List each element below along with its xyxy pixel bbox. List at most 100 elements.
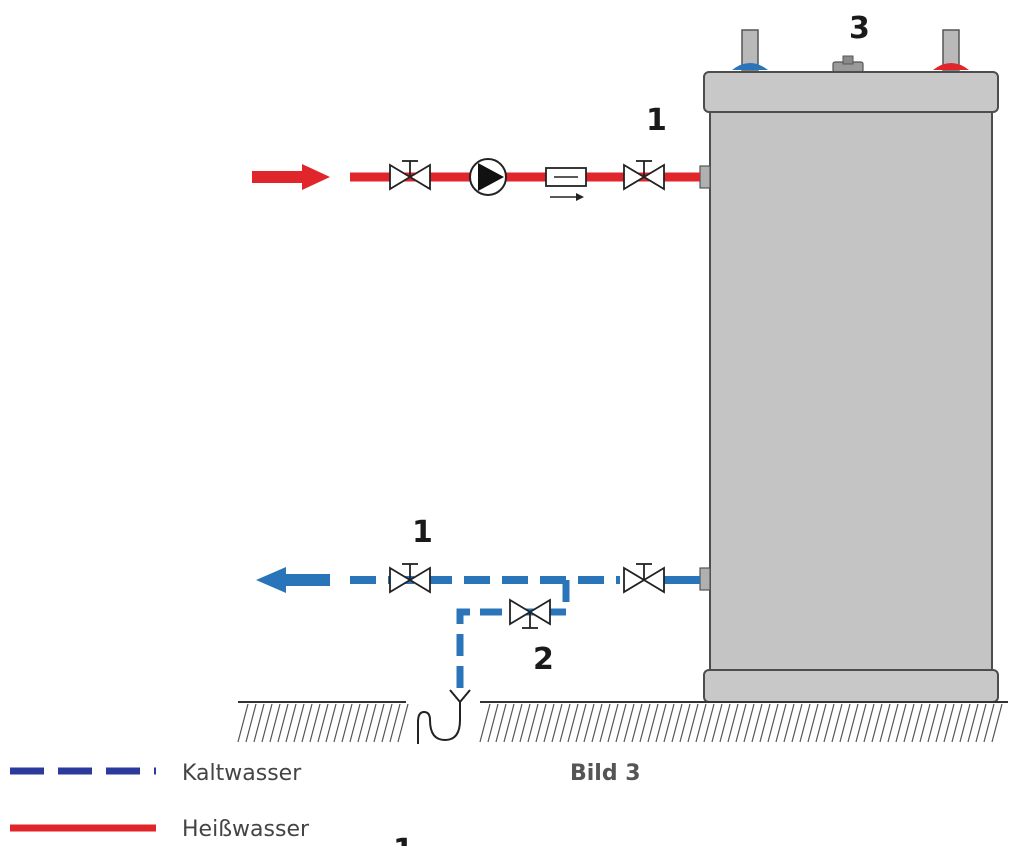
hatch-stroke — [389, 703, 401, 743]
hatch-stroke — [479, 703, 491, 743]
callout-drain-valve: 2 — [533, 642, 554, 677]
hatch-stroke — [863, 703, 875, 743]
hatch-stroke — [397, 703, 409, 743]
hatch-stroke — [293, 703, 305, 743]
hatch-stroke — [767, 703, 779, 743]
hatch-stroke — [599, 703, 611, 743]
hatch-stroke — [751, 703, 763, 743]
hatch-stroke — [887, 703, 899, 743]
hatch-stroke — [261, 703, 273, 743]
flow-meter-icon — [545, 167, 587, 201]
hatch-stroke — [237, 703, 249, 743]
hatch-stroke — [373, 703, 385, 743]
hatch-stroke — [903, 703, 915, 743]
hatch-stroke — [325, 703, 337, 743]
hatch-stroke — [301, 703, 313, 743]
hatch-stroke — [791, 703, 803, 743]
hatch-stroke — [559, 703, 571, 743]
callout-partial: 1 — [393, 833, 414, 846]
tank-base — [703, 669, 999, 703]
tank-hot-connection — [699, 165, 711, 189]
hatch-stroke — [253, 703, 265, 743]
hatch-stroke — [943, 703, 955, 743]
hatch-stroke — [277, 703, 289, 743]
hatch-stroke — [333, 703, 345, 743]
hatch-stroke — [983, 703, 995, 743]
hatch-stroke — [831, 703, 843, 743]
hatch-stroke — [317, 703, 329, 743]
pump-icon — [469, 158, 507, 196]
hatch-stroke — [269, 703, 281, 743]
legend: Kaltwasser Heißwasser — [10, 761, 310, 842]
legend-hot-label: Heißwasser — [182, 817, 310, 842]
drain-funnel-icon — [417, 689, 471, 744]
shutoff-valve-icon — [389, 563, 431, 594]
tank-hot-stub-cap — [933, 63, 969, 70]
hatch-stroke — [991, 703, 1003, 743]
hatch-stroke — [895, 703, 907, 743]
hatch-stroke — [575, 703, 587, 743]
arrow-in-icon — [252, 164, 330, 190]
tank-lid — [703, 71, 999, 113]
hatch-stroke — [935, 703, 947, 743]
legend-cold: Kaltwasser — [10, 761, 302, 786]
legend-cold-label: Kaltwasser — [182, 761, 302, 786]
hatch-stroke — [381, 703, 393, 743]
hot-water-line — [252, 158, 700, 201]
shutoff-valve-icon — [389, 160, 431, 191]
drain-valve-icon — [509, 598, 551, 629]
figure-caption: Bild 3 — [570, 761, 641, 786]
hatch-stroke — [847, 703, 859, 743]
cold-water-line — [256, 563, 700, 744]
tank-cold-stub-cap — [732, 63, 768, 70]
hatch-stroke — [615, 703, 627, 743]
hatch-stroke — [349, 703, 361, 743]
hatch-stroke — [975, 703, 987, 743]
hatch-stroke — [591, 703, 603, 743]
cold-pipe-branch — [456, 580, 570, 696]
water-tank — [699, 29, 999, 703]
hatch-stroke — [687, 703, 699, 743]
shutoff-valve-icon — [623, 160, 665, 191]
hatch-stroke — [647, 703, 659, 743]
hatch-stroke — [919, 703, 931, 743]
hatch-stroke — [719, 703, 731, 743]
hatch-stroke — [357, 703, 369, 743]
hatch-stroke — [879, 703, 891, 743]
hatch-stroke — [799, 703, 811, 743]
hatch-stroke — [911, 703, 923, 743]
hatch-stroke — [365, 703, 377, 743]
shutoff-valve-icon — [623, 563, 665, 594]
hatch-stroke — [655, 703, 667, 743]
callout-bottom-valve: 1 — [412, 515, 433, 550]
hatch-stroke — [871, 703, 883, 743]
hatch-stroke — [245, 703, 257, 743]
callout-top-valve: 1 — [646, 103, 667, 138]
hatch-stroke — [815, 703, 827, 743]
tank-top-fitting-knob — [842, 55, 854, 65]
hatch-stroke — [487, 703, 499, 743]
hatch-stroke — [639, 703, 651, 743]
hatch-stroke — [495, 703, 507, 743]
hatch-stroke — [743, 703, 755, 743]
hatch-stroke — [671, 703, 683, 743]
hatch-stroke — [759, 703, 771, 743]
hatch-stroke — [703, 703, 715, 743]
hatch-stroke — [309, 703, 321, 743]
hatch-stroke — [839, 703, 851, 743]
hatch-stroke — [823, 703, 835, 743]
arrow-out-icon — [256, 567, 330, 593]
hatch-stroke — [807, 703, 819, 743]
hatch-stroke — [551, 703, 563, 743]
tank-body — [709, 111, 993, 671]
hatch-stroke — [775, 703, 787, 743]
hatch-stroke — [583, 703, 595, 743]
hatch-stroke — [503, 703, 515, 743]
hatch-stroke — [527, 703, 539, 743]
hatch-stroke — [855, 703, 867, 743]
callout-tank-top: 3 — [849, 11, 870, 46]
hatch-stroke — [341, 703, 353, 743]
hatch-stroke — [711, 703, 723, 743]
hatch-stroke — [543, 703, 555, 743]
hatch-stroke — [967, 703, 979, 743]
